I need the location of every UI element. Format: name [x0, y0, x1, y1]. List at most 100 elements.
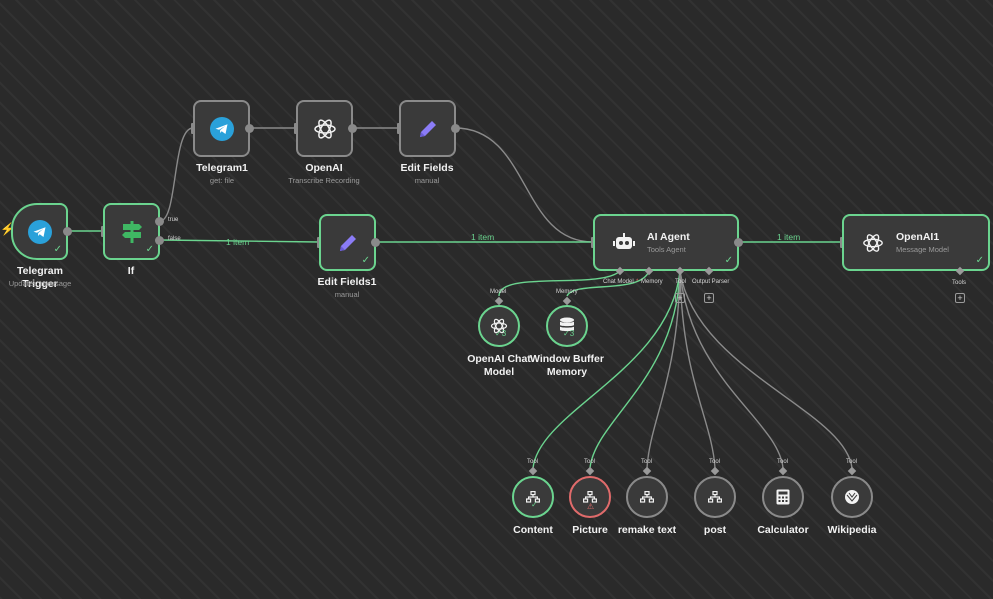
edge-tool-wikipedia [679, 270, 853, 469]
openai-icon [863, 233, 883, 252]
pencil-icon [339, 234, 356, 251]
output-port-true[interactable] [155, 217, 164, 226]
sitemap-icon [526, 491, 540, 503]
node-subtitle: Tools Agent [647, 245, 686, 254]
node-tool-picture[interactable]: ⚠ [569, 476, 611, 518]
add-tools-button[interactable]: + [955, 293, 965, 303]
node-title: OpenAI [305, 162, 343, 174]
node-if[interactable]: ✓ [103, 203, 160, 260]
node-tool-calculator[interactable] [762, 476, 804, 518]
node-title: post [703, 524, 727, 536]
port-label-memory: Memory [641, 279, 663, 285]
edge-item-count: 1 item [471, 232, 495, 242]
node-title: Edit Fields [400, 162, 454, 174]
port-label-true: true [168, 217, 179, 223]
warning-icon: ⚠ [587, 502, 595, 511]
node-window-buffer-memory[interactable]: ✓3 [546, 305, 588, 347]
port-label-model: Model [490, 289, 507, 295]
sitemap-icon [583, 491, 597, 503]
edge-tool-post [679, 270, 716, 469]
edge-if-true-telegram1 [159, 127, 194, 222]
database-icon [560, 317, 574, 332]
output-port[interactable] [371, 238, 380, 247]
node-tool-wikipedia[interactable] [831, 476, 873, 518]
telegram-icon [27, 219, 52, 244]
node-subtitle: manual [414, 176, 440, 185]
node-telegram1[interactable] [193, 100, 250, 157]
success-check-icon: ✓ [975, 255, 984, 266]
add-tool-button[interactable]: + [675, 293, 685, 303]
success-check-icon: ✓3 [563, 329, 575, 338]
node-title: Wikipedia [827, 524, 877, 536]
edge-item-count: 1 item [777, 232, 801, 242]
edge-tool-remake [646, 270, 681, 469]
node-telegram-trigger[interactable]: ✓ [11, 203, 68, 260]
robot-icon [613, 232, 635, 249]
sitemap-icon [708, 491, 722, 503]
node-title: If [127, 265, 135, 277]
edge-memory-agent [566, 270, 650, 297]
port-label-chat-model: Chat Model [603, 279, 634, 285]
node-tool-post[interactable] [694, 476, 736, 518]
node-subtitle: Message Model [896, 245, 949, 254]
node-title: Edit Fields1 [317, 276, 377, 288]
wikipedia-icon [845, 490, 859, 504]
sitemap-icon [640, 491, 654, 503]
node-edit-fields[interactable] [399, 100, 456, 157]
port-label-memory: Memory [556, 289, 578, 295]
port-label-tool: Tool [527, 459, 539, 465]
output-port[interactable] [245, 124, 254, 133]
node-title: Telegram1 [196, 162, 248, 174]
output-port[interactable] [734, 238, 743, 247]
node-title: AI Agent [647, 231, 690, 243]
node-subtitle: manual [334, 290, 360, 299]
output-port[interactable] [451, 124, 460, 133]
node-openai1[interactable]: OpenAI1 Message Model ✓ [842, 214, 990, 271]
edge-editfields-agent [454, 127, 594, 243]
add-output-parser-button[interactable]: + [704, 293, 714, 303]
run-count: 3 [501, 329, 507, 338]
port-label-output-parser: Output Parser [692, 279, 730, 285]
port-label-tool: Tool [675, 279, 687, 285]
success-check-icon: ✓ [53, 244, 62, 255]
node-tool-content[interactable]: ✓ [512, 476, 554, 518]
node-openai-chat-model[interactable]: ✓3 [478, 305, 520, 347]
success-check-icon: ✓ [361, 255, 370, 266]
node-subtitle: Updates: message [8, 279, 72, 288]
edge-tool-calculator [679, 270, 784, 469]
output-port-false[interactable] [155, 236, 164, 245]
port-label-tool: Tool [641, 459, 653, 465]
node-ai-agent[interactable]: AI Agent Tools Agent ✓ [593, 214, 739, 271]
calculator-icon [776, 489, 790, 505]
node-title: Picture [572, 524, 608, 536]
node-title: remake text [617, 524, 677, 536]
edge-if-false-editfields1 [159, 239, 320, 243]
required-marker: * [636, 279, 639, 285]
output-port[interactable] [348, 124, 357, 133]
node-title: OpenAI1 [896, 231, 940, 243]
success-check-icon: ✓ [724, 255, 733, 266]
port-label-tool: Tool [777, 459, 789, 465]
node-edit-fields1[interactable]: ✓ [319, 214, 376, 271]
output-port[interactable] [63, 227, 72, 236]
edge-tool-content [532, 270, 681, 469]
port-label-tool: Tool [584, 459, 596, 465]
openai-icon [313, 118, 336, 139]
port-label-tool: Tool [709, 459, 721, 465]
port-label-tools: Tools [952, 280, 967, 286]
pencil-icon [419, 120, 436, 137]
node-title: Calculator [757, 524, 809, 536]
port-label-tool: Tool [846, 459, 858, 465]
run-count: 3 [569, 329, 575, 338]
node-tool-remake-text[interactable] [626, 476, 668, 518]
edge-tool-picture [589, 270, 681, 469]
edge-item-count: 1 item [226, 237, 250, 247]
node-openai[interactable] [296, 100, 353, 157]
node-title: Telegram Trigger [17, 265, 63, 290]
success-check-icon: ✓3 [495, 329, 507, 338]
node-subtitle: Transcribe Recording [288, 176, 360, 185]
openai-icon [490, 318, 508, 334]
signpost-icon [121, 220, 142, 243]
node-subtitle: get: file [209, 176, 235, 185]
